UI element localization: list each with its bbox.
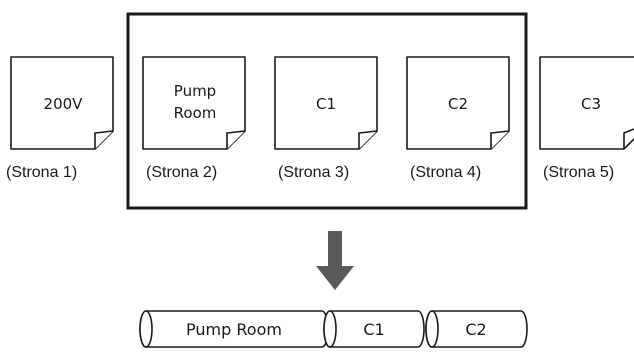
result-tab-label: Pump Room (186, 320, 282, 339)
arrow-down-icon (316, 231, 354, 290)
page-fold-corner (226, 130, 246, 149)
result-tab-label: C2 (465, 320, 486, 339)
document-page-icon (539, 56, 634, 150)
page-fold-corner (358, 130, 378, 149)
result-tab-c2[interactable]: C2 (425, 310, 528, 348)
page-caption: (Strona 2) (146, 164, 217, 181)
page-label: C1 (316, 95, 336, 113)
cylinder-end-cap (425, 310, 439, 348)
page-label: C3 (581, 95, 601, 113)
page-caption: (Strona 5) (543, 164, 614, 181)
cylinder-end-cap (323, 310, 337, 348)
page-card-1[interactable]: 200V (Strona 1) (6, 56, 114, 181)
page-card-3[interactable]: C1 (Strona 3) (274, 56, 378, 181)
result-tab-c1[interactable]: C1 (323, 310, 425, 348)
page-fold-corner (623, 128, 634, 149)
page-card-5[interactable]: C3 (Strona 5) (539, 56, 634, 181)
page-label: C2 (448, 95, 468, 113)
page-fold-corner (490, 130, 510, 149)
page-caption: (Strona 4) (410, 164, 481, 181)
page-caption: (Strona 1) (6, 164, 77, 181)
page-caption: (Strona 3) (278, 164, 349, 181)
cylinder-end-cap (139, 310, 153, 348)
selection-frame (126, 12, 528, 210)
result-tab-pump-room[interactable]: Pump Room (139, 310, 329, 348)
page-label: 200V (44, 95, 84, 113)
result-tab-label: C1 (363, 320, 384, 339)
page-label-line-2: Room (174, 104, 217, 122)
page-fold-corner (94, 130, 114, 149)
page-card-4[interactable]: C2 (Strona 4) (406, 56, 510, 181)
page-label-line-1: Pump (174, 82, 216, 100)
page-card-2[interactable]: Pump Room (Strona 2) (142, 56, 246, 181)
